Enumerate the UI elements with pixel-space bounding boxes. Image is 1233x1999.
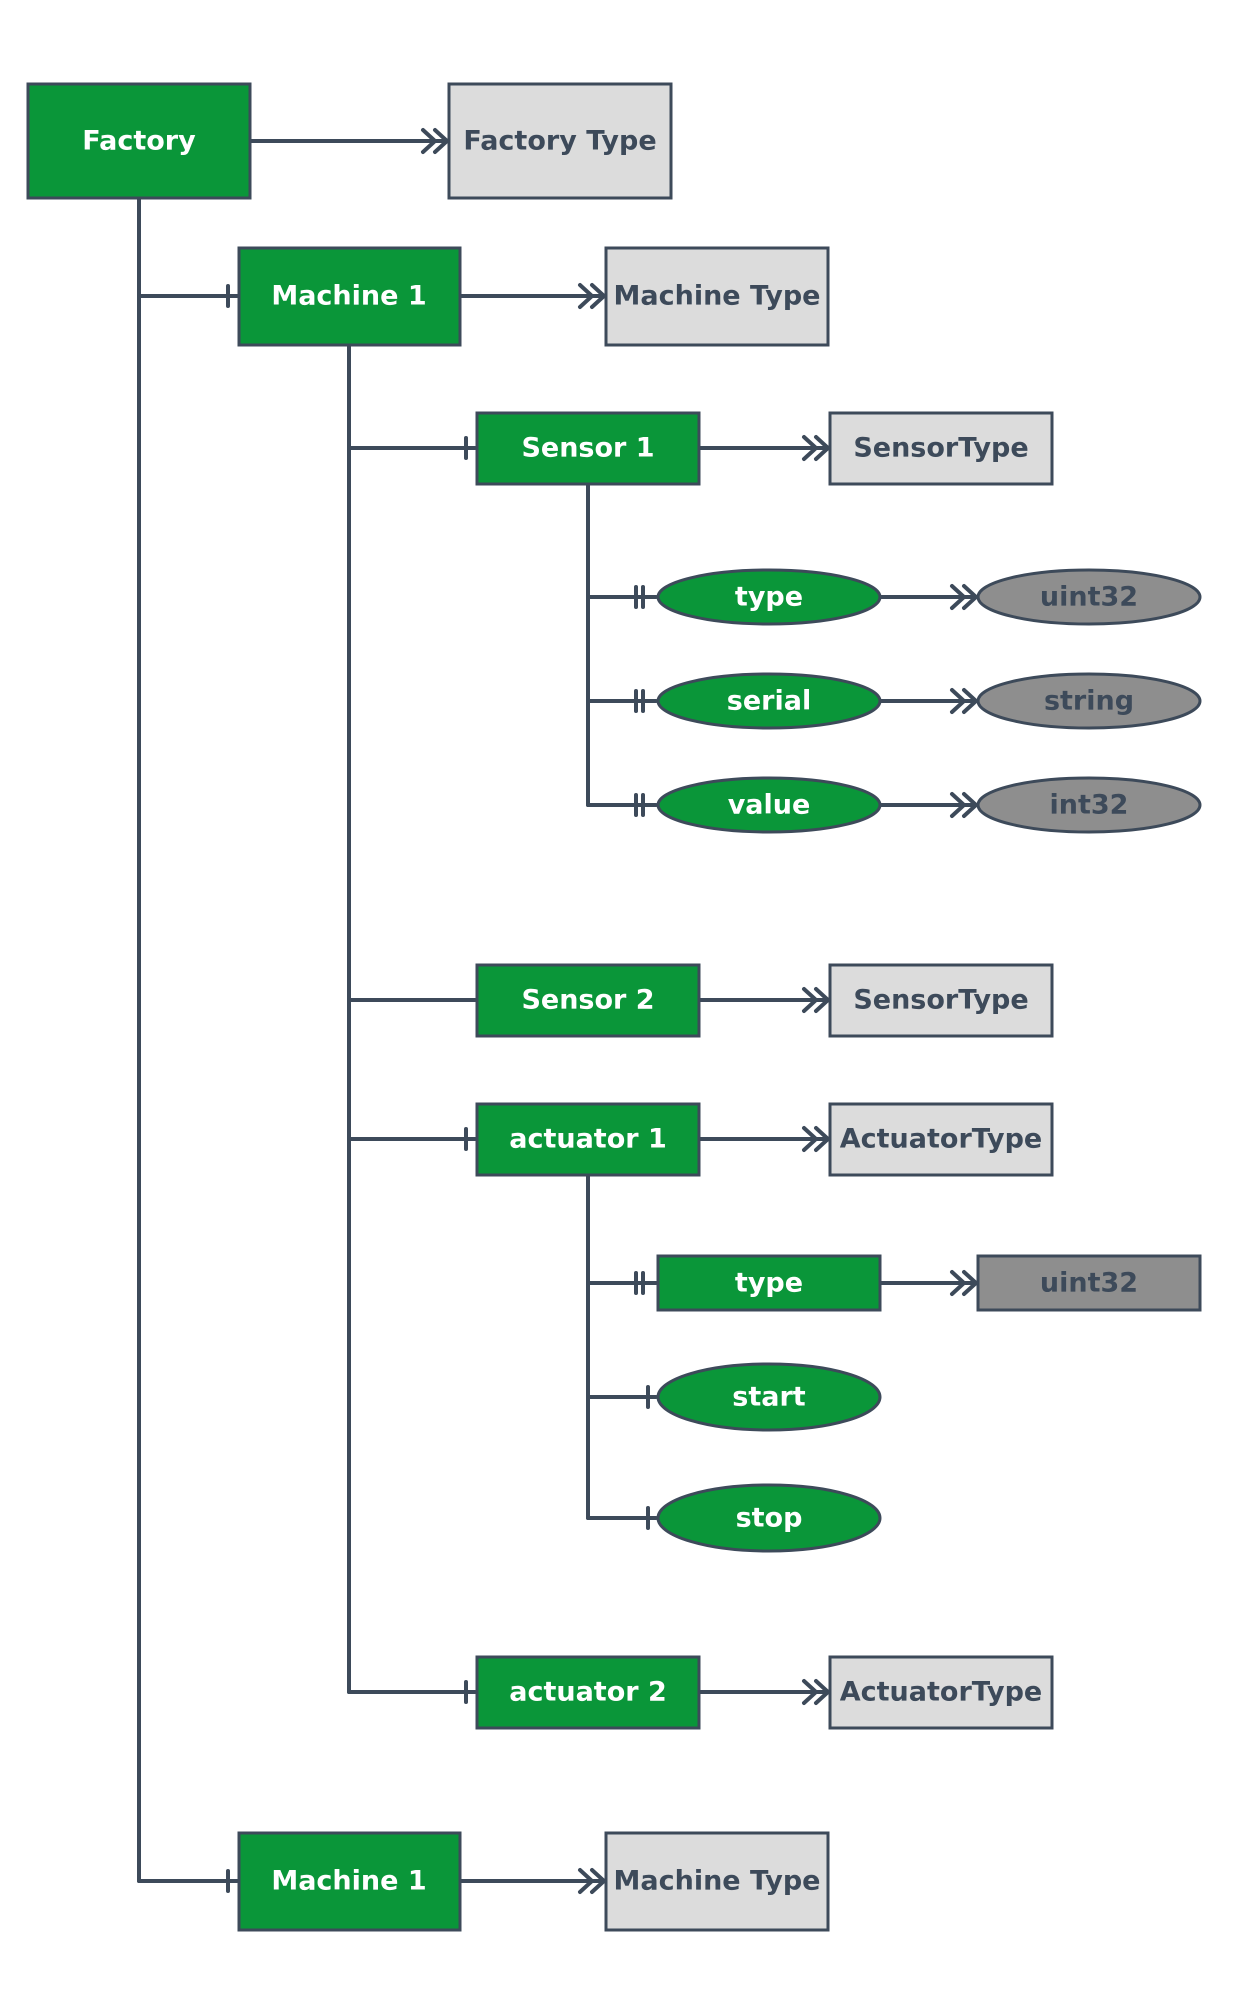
edge-machine-1-type-head xyxy=(590,283,606,309)
attr-sensor-1-serial[interactable]: serial xyxy=(656,672,882,730)
node-actuator-2-type[interactable]: ActuatorType xyxy=(828,1655,1054,1730)
edge-sensor-1-value-datatype-head xyxy=(950,792,966,818)
node-factory-label: Factory xyxy=(82,126,196,157)
attr-sensor-1-type-label: type xyxy=(735,582,803,613)
node-factory-type-label: Factory Type xyxy=(463,126,656,157)
edge-factory-type-head xyxy=(421,128,437,154)
edge-machine-2-type-head xyxy=(590,1868,606,1894)
edge-sensor-1-value-datatype-head xyxy=(962,792,978,818)
node-machine-1-type[interactable]: Machine Type xyxy=(604,246,830,347)
datatype-sensor-1-value[interactable]: int32 xyxy=(976,776,1202,834)
node-sensor-1-type-label: SensorType xyxy=(853,433,1028,464)
node-sensor-2-type-label: SensorType xyxy=(853,985,1028,1016)
node-sensor-2-label: Sensor 2 xyxy=(521,985,654,1016)
node-machine-2-type-label: Machine Type xyxy=(614,1866,821,1897)
edge-machine-2-type-head xyxy=(578,1868,594,1894)
node-machine-2-label: Machine 1 xyxy=(271,1866,426,1897)
node-sensor-2-type[interactable]: SensorType xyxy=(828,963,1054,1038)
edge-sensor-1-serial-datatype-head xyxy=(950,688,966,714)
node-actuator-2-label: actuator 2 xyxy=(509,1677,667,1708)
attr-sensor-1-type[interactable]: type xyxy=(656,568,882,626)
datatype-actuator-1-type[interactable]: uint32 xyxy=(976,1254,1202,1312)
attr-actuator-1-start[interactable]: start xyxy=(656,1362,882,1432)
edge-machine-1-type-head xyxy=(578,283,594,309)
edge-sensor-2-type-head xyxy=(814,987,830,1013)
attr-actuator-1-stop[interactable]: stop xyxy=(656,1483,882,1553)
node-sensor-1-label: Sensor 1 xyxy=(521,433,654,464)
node-factory-type[interactable]: Factory Type xyxy=(447,82,673,200)
node-sensor-1[interactable]: Sensor 1 xyxy=(475,411,701,486)
node-actuator-2-type-label: ActuatorType xyxy=(840,1677,1042,1708)
attr-actuator-1-stop-label: stop xyxy=(736,1503,803,1534)
edge-sensor-2-type-head xyxy=(802,987,818,1013)
edge-sensor-1-serial-datatype-head xyxy=(962,688,978,714)
attr-actuator-1-type-label: type xyxy=(735,1268,803,1299)
attr-sensor-1-serial-label: serial xyxy=(727,686,811,717)
node-sensor-2[interactable]: Sensor 2 xyxy=(475,963,701,1038)
datatype-sensor-1-type-label: uint32 xyxy=(1040,582,1138,613)
edge-sensor-1-type-datatype-head xyxy=(950,584,966,610)
datatype-sensor-1-value-label: int32 xyxy=(1050,790,1129,821)
node-machine-1-label: Machine 1 xyxy=(271,281,426,312)
node-machine-2[interactable]: Machine 1 xyxy=(237,1831,462,1932)
node-sensor-1-type[interactable]: SensorType xyxy=(828,411,1054,486)
attr-actuator-1-start-label: start xyxy=(732,1382,806,1413)
edge-actuator-1-type-head xyxy=(802,1126,818,1152)
edge-actuator-1-type-datatype-head xyxy=(962,1270,978,1296)
node-actuator-1[interactable]: actuator 1 xyxy=(475,1102,701,1177)
datatype-sensor-1-serial[interactable]: string xyxy=(976,672,1202,730)
node-actuator-2[interactable]: actuator 2 xyxy=(475,1655,701,1730)
datatype-sensor-1-type[interactable]: uint32 xyxy=(976,568,1202,626)
edge-actuator-1-type-datatype-head xyxy=(950,1270,966,1296)
node-actuator-1-type[interactable]: ActuatorType xyxy=(828,1102,1054,1177)
node-machine-2-type[interactable]: Machine Type xyxy=(604,1831,830,1932)
node-factory[interactable]: Factory xyxy=(26,82,252,200)
attr-sensor-1-value-label: value xyxy=(728,790,811,821)
edge-sensor-1-type-head xyxy=(814,435,830,461)
edge-factory-type-head xyxy=(433,128,449,154)
edge-actuator-2-type-head xyxy=(802,1679,818,1705)
node-actuator-1-label: actuator 1 xyxy=(509,1124,667,1155)
node-machine-1[interactable]: Machine 1 xyxy=(237,246,462,347)
datatype-sensor-1-serial-label: string xyxy=(1044,686,1134,717)
node-machine-1-type-label: Machine Type xyxy=(614,281,821,312)
edge-sensor-1-type-head xyxy=(802,435,818,461)
edge-actuator-2-type-head xyxy=(814,1679,830,1705)
attr-actuator-1-type[interactable]: type xyxy=(656,1254,882,1312)
node-actuator-1-type-label: ActuatorType xyxy=(840,1124,1042,1155)
edge-sensor-1-type-datatype-head xyxy=(962,584,978,610)
edge-actuator-1-type-head xyxy=(814,1126,830,1152)
attr-sensor-1-value[interactable]: value xyxy=(656,776,882,834)
datatype-actuator-1-type-label: uint32 xyxy=(1040,1268,1138,1299)
connector-lines xyxy=(137,128,978,1894)
